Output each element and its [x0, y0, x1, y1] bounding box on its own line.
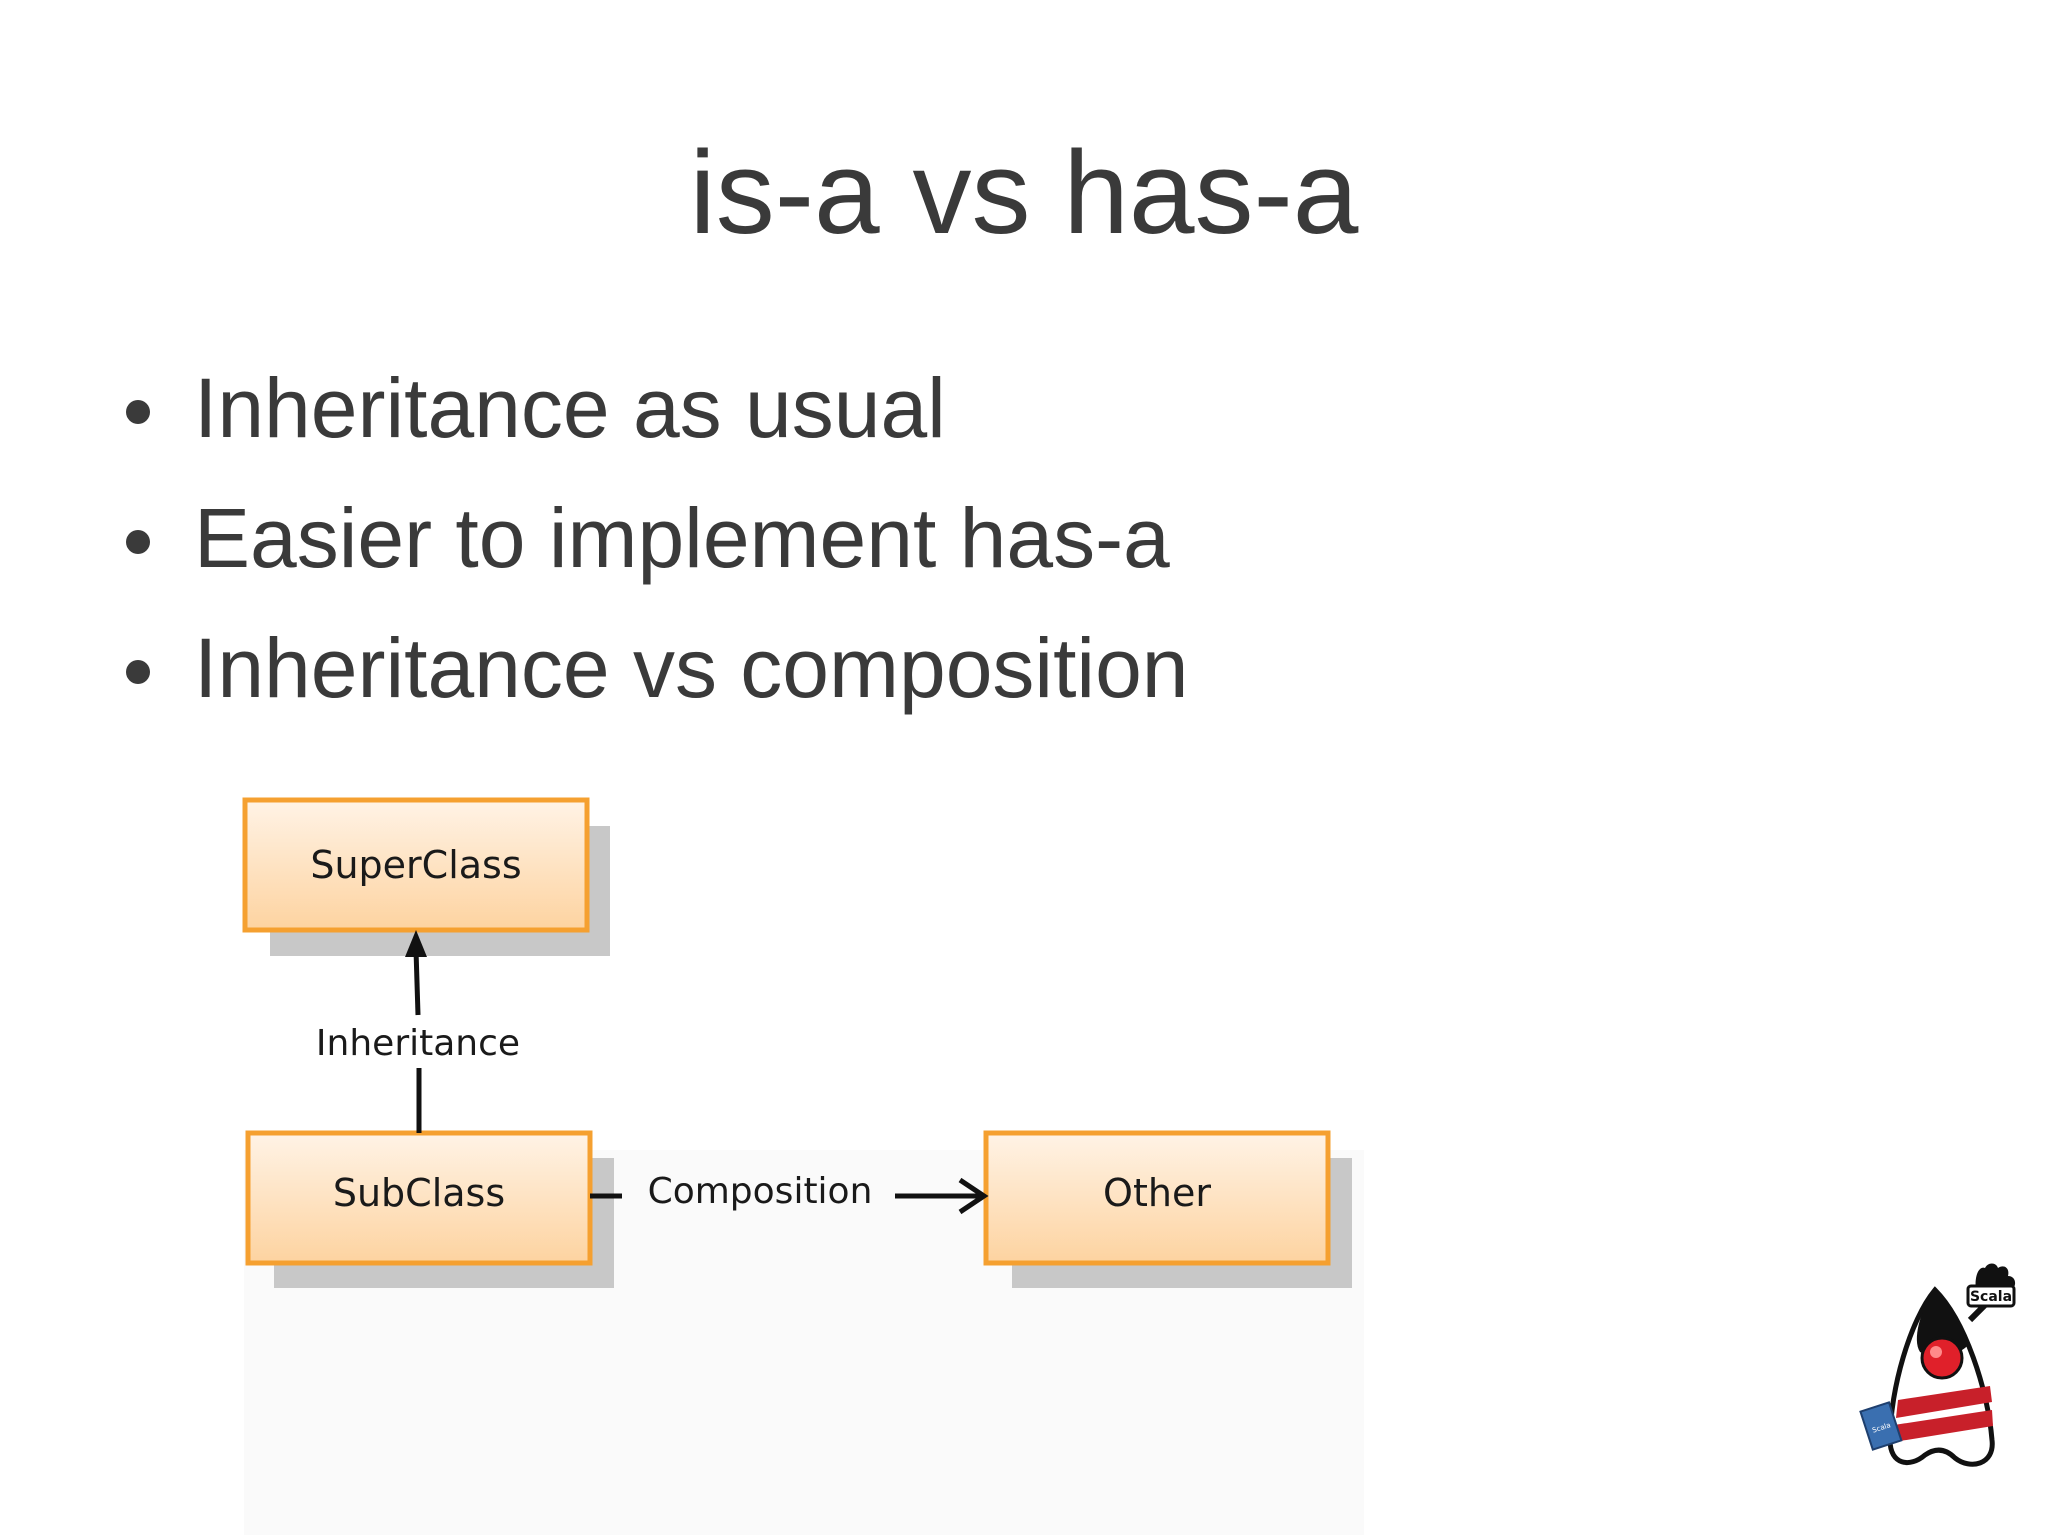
bullet-dot-icon — [126, 530, 150, 554]
duke-stripe-icon — [1896, 1386, 1992, 1418]
slide-title: is-a vs has-a — [689, 127, 1359, 259]
inheritance-line-upper — [413, 949, 421, 1016]
bullet-dot-icon — [126, 400, 150, 424]
bullet-text: Inheritance as usual — [194, 361, 946, 455]
bullet-text: Easier to implement has-a — [194, 491, 1170, 585]
bullet-list: Inheritance as usual Easier to implement… — [120, 360, 1189, 750]
superclass-label: SuperClass — [310, 843, 521, 887]
duke-stripe-icon — [1894, 1410, 1993, 1442]
scala-book-icon: Scala — [1859, 1401, 1903, 1451]
subclass-label: SubClass — [333, 1171, 505, 1215]
duke-nose-highlight-icon — [1930, 1346, 1942, 1358]
bullet-item: Easier to implement has-a — [120, 490, 1189, 620]
composition-arrowhead-icon — [958, 1177, 989, 1215]
composition-edge: Composition — [590, 1171, 989, 1215]
bullet-item: Inheritance as usual — [120, 360, 1189, 490]
duke-head-icon — [1916, 1290, 1968, 1356]
bullet-item: Inheritance vs composition — [120, 620, 1189, 750]
bullet-text: Inheritance vs composition — [194, 621, 1189, 715]
bullet-dot-icon — [126, 660, 150, 684]
duke-nose-icon — [1920, 1336, 1964, 1380]
superclass-node: SuperClass — [242, 797, 610, 956]
other-box — [983, 1130, 1331, 1266]
superclass-box — [242, 797, 590, 933]
scala-badge-label: Scala — [1970, 1289, 2012, 1305]
other-node: Other — [983, 1130, 1352, 1288]
composition-label: Composition — [648, 1171, 873, 1212]
scala-badge — [1966, 1284, 2016, 1308]
subclass-node: SubClass — [245, 1130, 614, 1288]
scala-duke-logo: Scala Scala — [1859, 1263, 2016, 1467]
inheritance-label: Inheritance — [316, 1023, 520, 1064]
other-label: Other — [1103, 1171, 1211, 1215]
inheritance-arrowhead-icon — [405, 930, 427, 957]
inheritance-edge: Inheritance — [316, 930, 520, 1133]
